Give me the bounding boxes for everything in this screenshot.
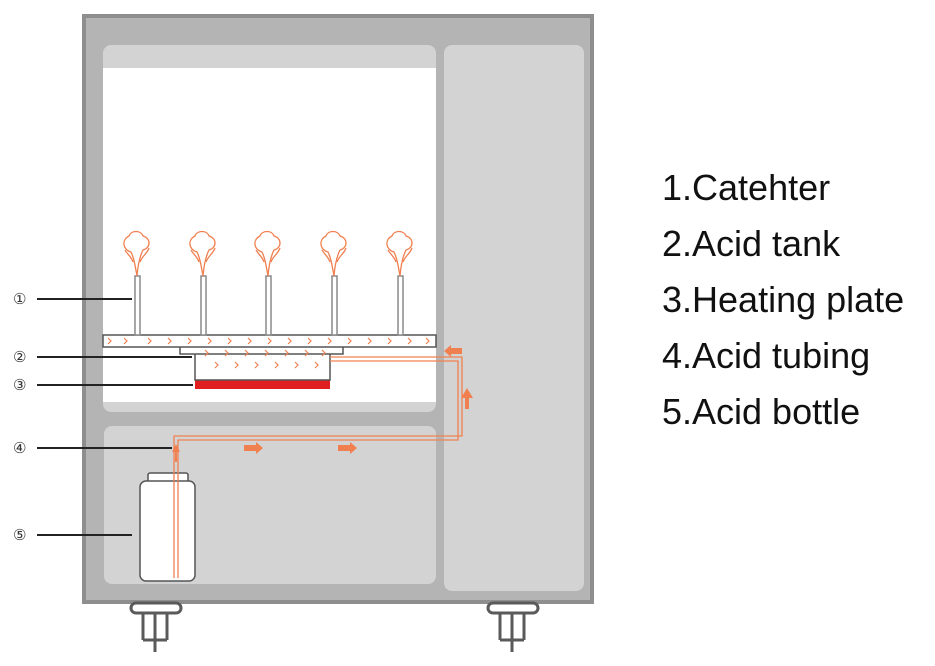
catheter — [331, 275, 338, 336]
legend: 1.Catehter 2.Acid tank 3.Heating plate 4… — [662, 160, 904, 440]
acid-waves — [107, 337, 430, 369]
callout-2: ② — [13, 348, 26, 366]
catheter-tray — [102, 334, 437, 348]
callout-lines — [37, 298, 193, 536]
wheel-right — [486, 601, 540, 652]
acid-tubing — [173, 356, 463, 578]
callout-5: ⑤ — [13, 526, 26, 544]
flow-arrow-up — [461, 388, 473, 409]
side-panel — [444, 45, 584, 591]
flow-arrows — [172, 345, 473, 462]
callout-4: ④ — [13, 439, 26, 457]
flow-arrow-left — [444, 345, 462, 357]
catheter — [134, 275, 141, 336]
catheter — [265, 275, 272, 336]
callout-1: ① — [13, 290, 26, 308]
legend-item-acid-bottle: 5.Acid bottle — [662, 391, 861, 432]
legend-item-catheter: 1.Catehter — [662, 167, 831, 208]
flow-arrow-right — [338, 442, 357, 454]
catheters — [134, 275, 404, 336]
catheter — [397, 275, 404, 336]
legend-item-heating-plate: 3.Heating plate — [662, 279, 905, 320]
legend-item-acid-tubing: 4.Acid tubing — [662, 335, 871, 376]
wheel-left — [129, 601, 183, 652]
catheter — [200, 275, 207, 336]
flow-arrow-right — [244, 442, 263, 454]
spray-plumes — [123, 230, 413, 277]
acid-bottle — [139, 472, 196, 582]
callout-3: ③ — [13, 376, 26, 394]
heating-plate — [195, 380, 330, 389]
legend-item-acid-tank: 2.Acid tank — [662, 223, 841, 264]
flow-arrow-up — [172, 444, 180, 462]
